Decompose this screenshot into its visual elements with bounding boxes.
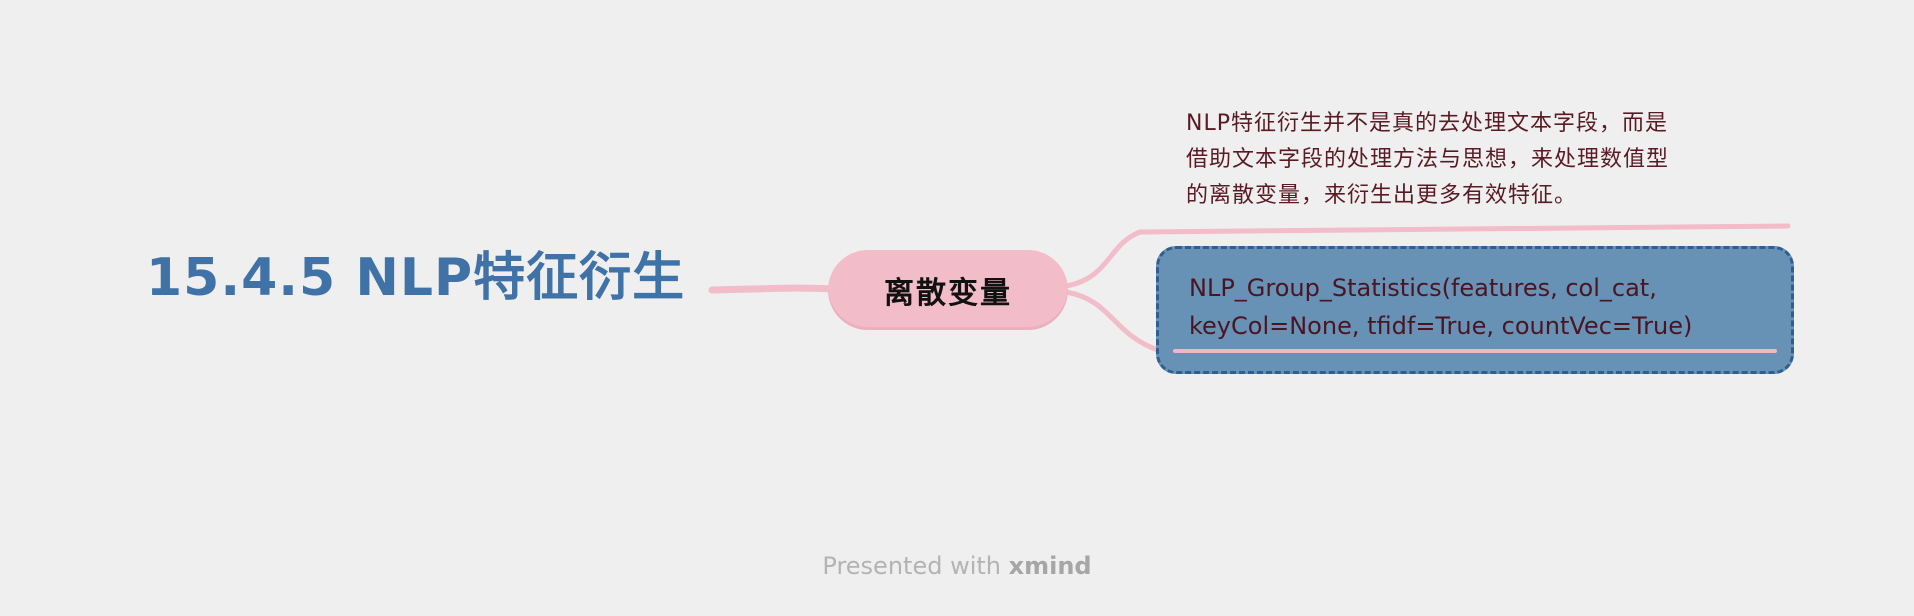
footer-brand-logo: xmind: [1008, 552, 1092, 580]
note-topic[interactable]: NLP特征衍生并不是真的去处理文本字段，而是 借助文本字段的处理方法与思想，来处…: [1186, 106, 1786, 214]
main-topic-label: 离散变量: [884, 276, 1012, 311]
code-underline: [1173, 349, 1777, 353]
code-topic-text: NLP_Group_Statistics(features, col_cat, …: [1189, 269, 1789, 345]
note-line: NLP特征衍生并不是真的去处理文本字段，而是: [1186, 111, 1668, 136]
footer-credit: Presented with xmind: [0, 552, 1914, 580]
note-line: 的离散变量，来衍生出更多有效特征。: [1186, 183, 1578, 208]
main-to-note-connector: [1063, 223, 1791, 289]
root-topic[interactable]: 15.4.5 NLP特征衍生: [146, 248, 686, 308]
code-line: keyCol=None, tfidf=True, countVec=True): [1189, 312, 1693, 340]
main-topic[interactable]: 离散变量: [828, 250, 1068, 330]
code-line: NLP_Group_Statistics(features, col_cat,: [1189, 274, 1657, 302]
note-line: 借助文本字段的处理方法与思想，来处理数值型: [1186, 147, 1670, 172]
main-to-code-connector: [1063, 289, 1161, 353]
footer-prefix: Presented with: [822, 552, 1009, 580]
code-topic[interactable]: NLP_Group_Statistics(features, col_cat, …: [1156, 246, 1794, 374]
root-to-main-connector: [708, 284, 836, 294]
